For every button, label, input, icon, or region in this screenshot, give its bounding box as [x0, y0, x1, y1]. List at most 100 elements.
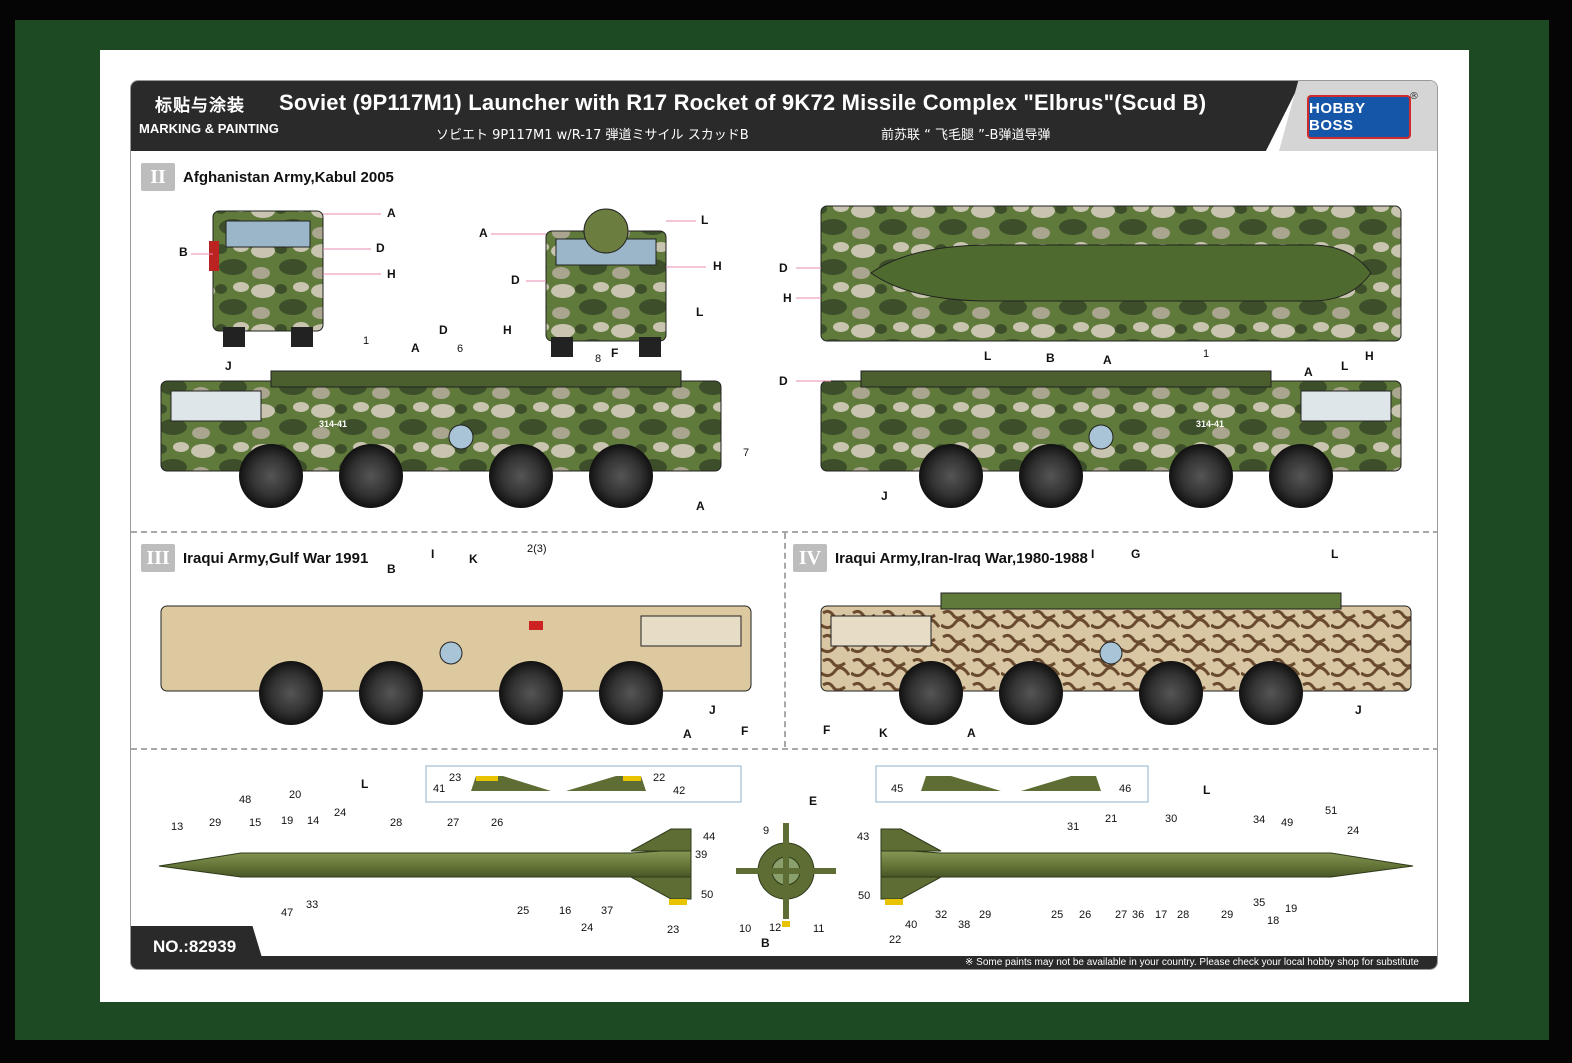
- callout-29: 29: [979, 909, 992, 921]
- divider-top: [131, 531, 1437, 533]
- label-j: J: [225, 359, 232, 373]
- callout-32: 32: [935, 909, 948, 921]
- front-view-vehicle: [209, 210, 324, 347]
- callout-13: 13: [171, 821, 184, 833]
- label-h: H: [387, 267, 396, 281]
- section-4-heading: IV Iraqui Army,Iran-Iraq War,1980-1988: [793, 544, 1088, 572]
- model-number: NO.:82939: [153, 937, 237, 956]
- callout-28: 28: [390, 817, 403, 829]
- footer-bar: ※ Some paints may not be available in yo…: [131, 956, 1437, 969]
- label-j: J: [709, 703, 716, 717]
- artwork-layer: [158, 205, 1414, 927]
- callout-29: 29: [1221, 909, 1234, 921]
- page-title: Soviet (9P117M1) Launcher with R17 Rocke…: [279, 90, 1207, 115]
- callout-25: 25: [517, 905, 530, 917]
- label-d: D: [779, 374, 788, 388]
- header-en-label: MARKING & PAINTING: [139, 121, 279, 136]
- callout-23: 23: [667, 924, 680, 936]
- callout-41: 41: [433, 783, 446, 795]
- label-a: A: [696, 499, 705, 513]
- callout-49: 49: [1281, 817, 1294, 829]
- label-f: F: [823, 723, 831, 737]
- section-2-roman: II: [141, 163, 175, 191]
- callout-24: 24: [581, 922, 594, 934]
- callout-23: 23: [449, 772, 462, 784]
- painting-guide-panel: 标贴与涂装 MARKING & PAINTING Soviet (9P117M1…: [130, 80, 1438, 970]
- label-b: B: [761, 936, 770, 950]
- label-l: L: [701, 213, 709, 227]
- callout-28: 28: [1177, 909, 1190, 921]
- callout-38: 38: [958, 919, 971, 931]
- callout-40: 40: [905, 919, 918, 931]
- label-a: A: [683, 727, 692, 741]
- header-dark-band: [131, 81, 1301, 151]
- label-h: H: [713, 259, 722, 273]
- section-3-roman: III: [141, 544, 175, 572]
- callout-7: 7: [743, 447, 750, 459]
- hobbyboss-logo: HOBBY BOSS: [1307, 95, 1411, 139]
- callout-6: 6: [457, 343, 464, 355]
- callout-36: 36: [1132, 909, 1145, 921]
- callout-8: 8: [595, 353, 602, 365]
- label-i: I: [1091, 547, 1095, 561]
- callout-48: 48: [239, 794, 252, 806]
- logo-text: HOBBY BOSS: [1309, 100, 1366, 134]
- label-a: A: [967, 726, 976, 740]
- callout-35: 35: [1253, 897, 1266, 909]
- callout-1: 1: [1203, 348, 1210, 360]
- callout-17: 17: [1155, 909, 1168, 921]
- callout-19: 19: [281, 815, 294, 827]
- callout-26: 26: [1079, 909, 1092, 921]
- top-view-vehicle: [820, 205, 1402, 342]
- label-h: H: [1365, 349, 1374, 363]
- callout-10: 10: [739, 923, 752, 935]
- callout-1: 1: [363, 335, 370, 347]
- divider-middle: [784, 533, 786, 747]
- paint-availability-note: ※ Some paints may not be available in yo…: [965, 957, 1419, 968]
- label-k: K: [469, 552, 478, 566]
- label-f: F: [611, 346, 619, 360]
- callout-14: 14: [307, 815, 320, 827]
- label-j: J: [881, 489, 888, 503]
- registered-mark: ®: [1409, 91, 1419, 102]
- callout-27: 27: [447, 817, 460, 829]
- label-d: D: [439, 323, 448, 337]
- callout-50: 50: [858, 890, 871, 902]
- divider-bottom: [131, 748, 1437, 750]
- label-e: E: [809, 794, 818, 808]
- label-l: L: [1331, 547, 1339, 561]
- callout-9: 9: [763, 825, 770, 837]
- vehicle-marking-left: 314-41: [319, 419, 348, 429]
- japanese-title: ソビエト 9P117M1 w/R-17 弾道ミサイル スカッドB: [436, 128, 749, 143]
- callout-15: 15: [249, 817, 262, 829]
- model-number-tab: NO.:82939: [131, 926, 266, 969]
- section-4-title: Iraqui Army,Iran-Iraq War,1980-1988: [835, 549, 1088, 567]
- label-g: G: [1131, 547, 1141, 561]
- callout-44: 44: [703, 831, 716, 843]
- callout-20: 20: [289, 789, 302, 801]
- callout-34: 34: [1253, 814, 1266, 826]
- callout-50: 50: [701, 889, 714, 901]
- callout-29: 29: [209, 817, 222, 829]
- rear-view-vehicle: [545, 208, 667, 357]
- section-4-roman: IV: [793, 544, 827, 572]
- header: 标贴与涂装 MARKING & PAINTING Soviet (9P117M1…: [131, 81, 1437, 151]
- label-d: D: [511, 273, 520, 287]
- label-k: K: [879, 726, 888, 740]
- callout-16: 16: [559, 905, 572, 917]
- label-a: A: [479, 226, 488, 240]
- callout-22: 22: [889, 934, 902, 946]
- callout-21: 21: [1105, 813, 1118, 825]
- side-view-vehicle-right: [820, 370, 1402, 508]
- missile-left: [158, 828, 692, 905]
- label-h: H: [503, 323, 512, 337]
- label-l: L: [1341, 359, 1349, 373]
- section-2-heading: II Afghanistan Army,Kabul 2005: [141, 163, 394, 191]
- callout-42: 42: [673, 785, 686, 797]
- callout-2-3: 2(3): [527, 543, 547, 555]
- label-a: A: [1304, 365, 1313, 379]
- missile-right: [880, 828, 1414, 905]
- callout-11: 11: [813, 923, 825, 935]
- callout-18: 18: [1267, 915, 1280, 927]
- fin-detail-box-right: [875, 765, 1149, 803]
